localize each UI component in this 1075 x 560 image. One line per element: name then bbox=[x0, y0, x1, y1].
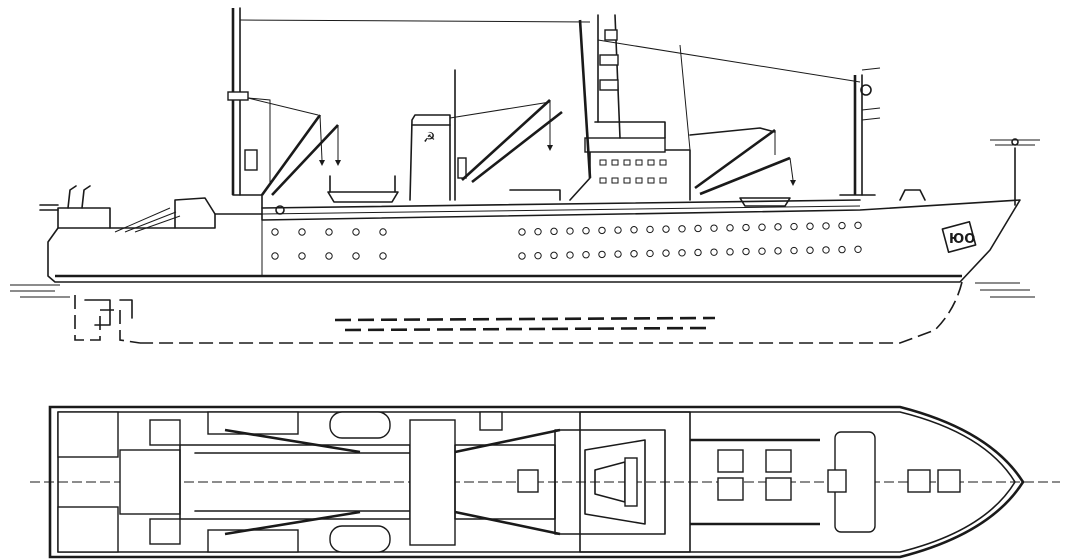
porthole bbox=[758, 247, 766, 255]
deck-outline bbox=[48, 405, 1025, 559]
porthole bbox=[630, 226, 638, 234]
bow-details: ЮО bbox=[899, 138, 1040, 254]
foremast bbox=[839, 67, 881, 196]
porthole bbox=[790, 222, 798, 231]
porthole bbox=[758, 223, 766, 231]
svg-text:☭: ☭ bbox=[423, 130, 436, 146]
stern-deck bbox=[57, 411, 181, 553]
porthole bbox=[678, 249, 686, 257]
porthole bbox=[726, 248, 734, 256]
bridge-superstructure bbox=[569, 14, 861, 201]
forward-hatches bbox=[717, 431, 961, 533]
porthole bbox=[646, 249, 654, 258]
lifeboats bbox=[275, 175, 791, 215]
porthole bbox=[325, 228, 333, 236]
porthole bbox=[550, 251, 558, 260]
midship-cargo-booms bbox=[449, 99, 563, 201]
porthole bbox=[271, 252, 279, 260]
hull bbox=[47, 199, 1021, 344]
portholes bbox=[271, 221, 862, 260]
porthole bbox=[550, 227, 558, 236]
porthole bbox=[662, 225, 670, 233]
porthole bbox=[790, 246, 798, 255]
porthole bbox=[838, 221, 846, 230]
porthole bbox=[518, 252, 526, 260]
porthole bbox=[742, 247, 750, 256]
porthole bbox=[694, 248, 702, 257]
porthole bbox=[838, 245, 846, 254]
porthole bbox=[822, 246, 830, 254]
porthole bbox=[854, 221, 862, 229]
porthole bbox=[582, 251, 590, 259]
porthole bbox=[566, 251, 574, 259]
deck-rail bbox=[261, 199, 861, 215]
waterline-marks bbox=[10, 282, 1035, 298]
porthole bbox=[582, 227, 590, 235]
porthole bbox=[598, 250, 606, 259]
porthole bbox=[630, 250, 638, 258]
porthole bbox=[298, 252, 306, 260]
porthole bbox=[325, 252, 333, 260]
aft-cargo-booms bbox=[260, 114, 341, 196]
porthole bbox=[614, 226, 622, 234]
porthole bbox=[662, 249, 670, 257]
porthole bbox=[352, 228, 360, 236]
deck-plan-view bbox=[30, 405, 1060, 559]
funnel: ☭ bbox=[409, 69, 467, 201]
porthole bbox=[806, 246, 814, 254]
midship-hatch bbox=[454, 411, 556, 520]
bridge-plan bbox=[554, 411, 691, 553]
porthole bbox=[352, 252, 360, 260]
porthole bbox=[566, 227, 574, 235]
stern-superstructure bbox=[39, 185, 216, 233]
porthole bbox=[379, 228, 387, 236]
porthole bbox=[518, 228, 526, 236]
porthole bbox=[726, 224, 734, 232]
forward-cargo-booms bbox=[689, 127, 796, 196]
deck-lifeboats bbox=[329, 411, 391, 553]
funnel-plan bbox=[409, 419, 456, 546]
bow-marking: ЮО bbox=[949, 232, 975, 247]
porthole bbox=[774, 247, 782, 255]
porthole bbox=[614, 250, 622, 258]
porthole bbox=[822, 222, 830, 230]
porthole bbox=[806, 222, 814, 230]
porthole bbox=[534, 227, 542, 236]
porthole bbox=[271, 228, 279, 236]
porthole bbox=[742, 223, 750, 232]
deck-booms-plan bbox=[224, 428, 820, 536]
porthole bbox=[298, 228, 306, 236]
aft-mast bbox=[227, 7, 591, 215]
porthole bbox=[678, 225, 686, 233]
porthole bbox=[854, 245, 862, 253]
porthole bbox=[646, 225, 654, 234]
side-elevation-view: ☭ bbox=[10, 7, 1040, 344]
porthole bbox=[710, 248, 718, 256]
porthole bbox=[534, 251, 542, 260]
porthole bbox=[774, 223, 782, 231]
porthole bbox=[710, 224, 718, 232]
porthole bbox=[379, 252, 387, 260]
bridge-windows bbox=[599, 159, 667, 184]
porthole bbox=[694, 224, 702, 233]
porthole bbox=[598, 226, 606, 235]
